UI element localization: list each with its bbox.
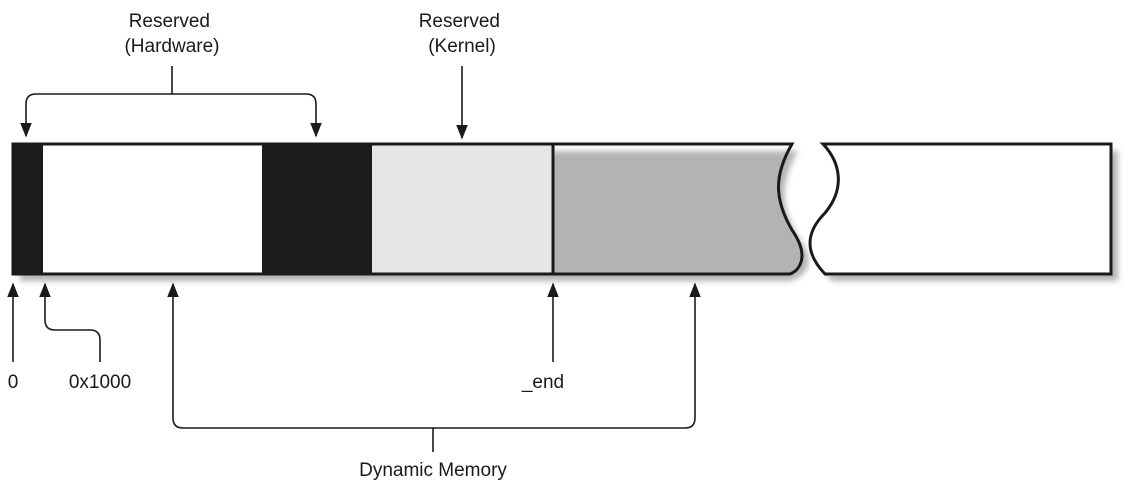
- memory-bar-right: [808, 142, 1113, 276]
- dynamic-memory-bracket: [167, 282, 701, 429]
- reserved-kernel-segment: [372, 144, 553, 274]
- memory-bar-left: [11, 142, 804, 276]
- reserved-hardware-bracket: [20, 93, 322, 138]
- addr-zero-label: 0: [8, 372, 19, 393]
- memory-bar-left-outline: [11, 142, 804, 276]
- addr-end-label: _end: [521, 372, 564, 393]
- reserved-hardware-label: Reserved (Hardware): [124, 11, 219, 57]
- addr-0x1000-label: 0x1000: [69, 372, 131, 393]
- reserved-hardware-segment-high: [262, 144, 372, 274]
- addr-0x1000-arrow: [39, 282, 101, 362]
- dynamic-memory-label: Dynamic Memory: [359, 460, 507, 481]
- reserved-kernel-label: Reserved (Kernel): [419, 11, 506, 57]
- reserved-hardware-segment-low: [13, 144, 43, 274]
